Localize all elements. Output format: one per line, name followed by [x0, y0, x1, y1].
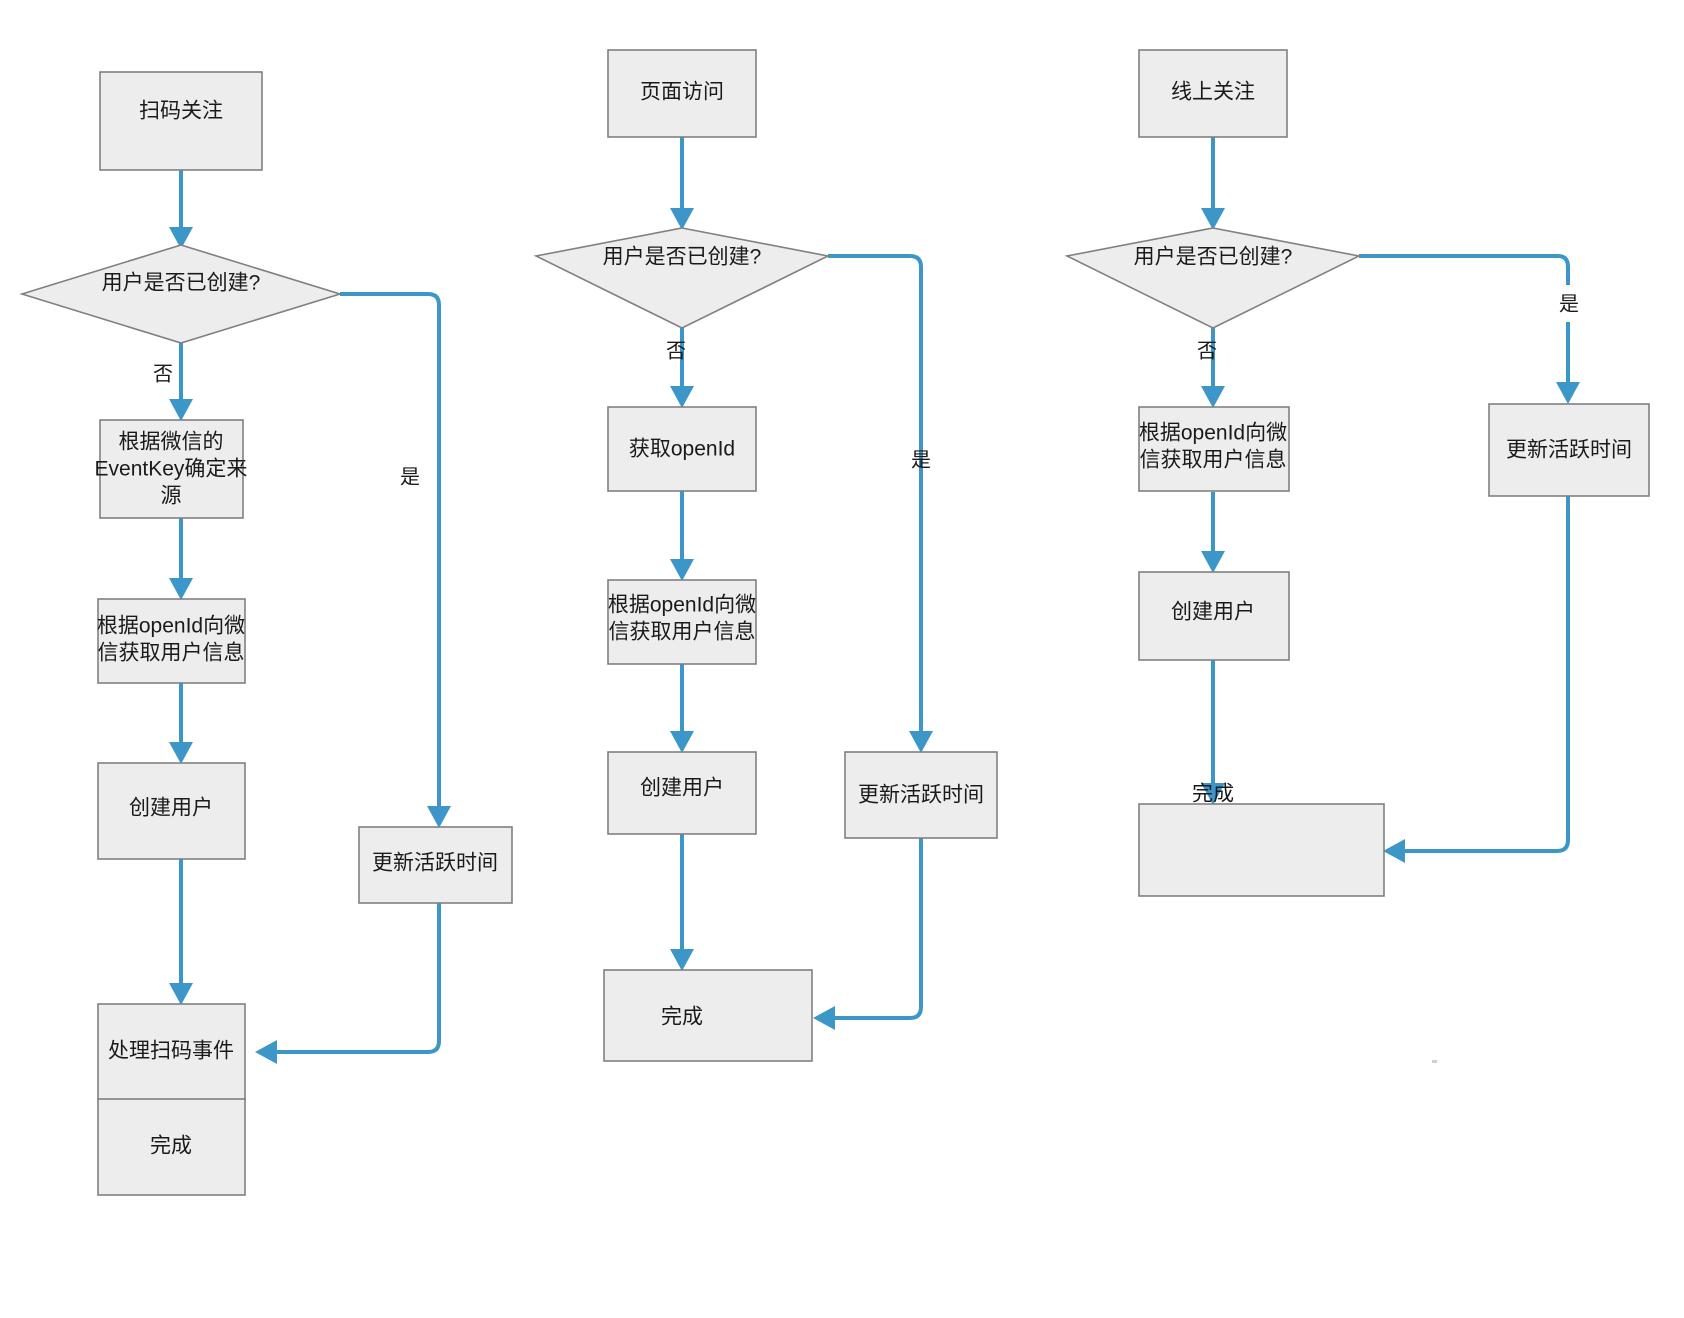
page-speck — [1432, 1060, 1437, 1063]
node-c1n1[interactable]: 扫码关注 — [99, 71, 263, 171]
edge-arrow-c2n4-c2n5 — [670, 731, 694, 753]
node-label-c3n3-line2: 信获取用户信息 — [1140, 449, 1287, 472]
node-c2n2-decision[interactable]: 用户是否已创建? — [533, 227, 831, 329]
edge-arrow-c2n5-c2n7 — [670, 949, 694, 971]
flow-page-visit: 页面访问 用户是否已创建? 否 是 获取openId 根据openId向微 信获… — [533, 49, 998, 1062]
node-c1n5[interactable]: 创建用户 — [97, 762, 246, 860]
edge-label-c2-yes: 是 — [911, 449, 931, 471]
edge-arrow-c3n3-c3n4 — [1201, 551, 1225, 573]
node-label-c1n2: 用户是否已创建? — [102, 272, 261, 295]
edges-column-1 — [169, 170, 451, 1100]
edge-arrow-c3n1-c3n2 — [1201, 208, 1225, 230]
node-c3n5[interactable]: 更新活跃时间 — [1488, 403, 1650, 497]
flow-online-follow: 线上关注 用户是否已创建? 否 是 根据openId向微 信获取用户信息 创建用… — [1064, 49, 1650, 897]
node-c2n4[interactable]: 根据openId向微 信获取用户信息 — [607, 579, 757, 665]
edge-arrow-c3n4-c3n6 — [1201, 783, 1225, 805]
edge-arrow-c3n2-c3n5 — [1556, 382, 1580, 404]
node-c3n6[interactable]: 完成 — [1138, 783, 1385, 897]
edge-c2n6-c2n7 — [826, 838, 923, 1020]
edge-label-c3-no: 否 — [1197, 340, 1217, 362]
node-label-c1n5: 创建用户 — [129, 797, 213, 820]
edge-arrow-c2n2-c2n3 — [670, 386, 694, 408]
node-label-c1n3-line2: EventKey确定来 — [95, 458, 248, 481]
edge-arrow-c1n5-c1n7 — [169, 983, 193, 1005]
flow-scan-follow: 扫码关注 用户是否已创建? 否 是 根据微信的 EventKey确定来 源 根据… — [19, 71, 513, 1196]
node-label-c2n4-line1: 根据openId向微 — [608, 594, 756, 617]
edge-label-c3-yes: 是 — [1559, 293, 1579, 315]
edge-arrow-c1n4-c1n5 — [169, 742, 193, 764]
node-label-c2n5: 创建用户 — [640, 777, 724, 800]
node-c2n3[interactable]: 获取openId — [607, 406, 757, 492]
edge-arrow-c2n3-c2n4 — [670, 559, 694, 581]
node-c1n8[interactable]: 完成 — [97, 1098, 246, 1196]
node-c3n2-decision[interactable]: 用户是否已创建? — [1064, 227, 1362, 329]
node-c1n3[interactable]: 根据微信的 EventKey确定来 源 — [95, 419, 248, 519]
edge-arrow-c1n2-c1n3 — [169, 399, 193, 421]
node-c3n3[interactable]: 根据openId向微 信获取用户信息 — [1138, 406, 1290, 492]
node-c2n7[interactable]: 完成 — [603, 969, 813, 1062]
node-label-c1n8: 完成 — [150, 1135, 192, 1158]
node-c1n2-decision[interactable]: 用户是否已创建? — [19, 244, 343, 344]
edge-arrow-c2n6-c2n7 — [813, 1006, 835, 1030]
edge-arrow-c3n5-c3n6 — [1383, 839, 1405, 863]
node-c2n1[interactable]: 页面访问 — [607, 49, 757, 138]
node-label-c1n3-line3: 源 — [161, 485, 182, 508]
edge-label-c2-no: 否 — [666, 340, 686, 362]
edge-c1n2-c1n6 — [340, 292, 441, 815]
node-c2n5[interactable]: 创建用户 — [607, 751, 757, 835]
edge-arrow-c2n1-c2n2 — [670, 208, 694, 230]
node-label-c1n6: 更新活跃时间 — [372, 852, 498, 875]
edge-arrow-c2n2-c2n6 — [909, 731, 933, 753]
node-label-c2n2: 用户是否已创建? — [603, 246, 762, 269]
node-label-c3n6: 完成 — [1192, 783, 1234, 806]
node-c3n4[interactable]: 创建用户 — [1138, 571, 1290, 661]
node-label-c2n1: 页面访问 — [640, 81, 724, 104]
node-label-c2n4-line2: 信获取用户信息 — [609, 621, 756, 644]
edge-c1n6-c1n7 — [268, 858, 441, 1054]
node-label-c1n7: 处理扫码事件 — [108, 1040, 234, 1063]
edge-c3n2-c3n5-top — [1359, 254, 1570, 285]
node-c1n6[interactable]: 更新活跃时间 — [358, 826, 513, 904]
node-c3n1[interactable]: 线上关注 — [1138, 49, 1288, 138]
edge-label-c1-no: 否 — [153, 363, 173, 385]
edge-c2n2-c2n6 — [828, 254, 923, 740]
node-label-c1n4-line1: 根据openId向微 — [97, 615, 245, 638]
node-label-c3n2: 用户是否已创建? — [1134, 246, 1293, 269]
node-label-c1n4-line2: 信获取用户信息 — [98, 642, 245, 665]
node-label-c3n4: 创建用户 — [1171, 601, 1255, 624]
node-label-c3n5: 更新活跃时间 — [1506, 439, 1632, 462]
edge-arrow-c1n3-c1n4 — [169, 578, 193, 600]
node-c1n4[interactable]: 根据openId向微 信获取用户信息 — [97, 598, 246, 684]
edge-arrow-c3n2-c3n3 — [1201, 386, 1225, 408]
edge-arrow-c1n1-c1n2 — [169, 227, 193, 249]
node-label-c2n6: 更新活跃时间 — [858, 784, 984, 807]
edge-arrow-c1n6-c1n7 — [255, 1040, 277, 1064]
node-label-c2n3: 获取openId — [629, 438, 735, 461]
edge-arrow-c1n2-c1n6 — [427, 806, 451, 828]
node-label-c3n1: 线上关注 — [1171, 81, 1255, 104]
edges-column-2 — [670, 137, 933, 1030]
edge-c3n5-c3n6 — [1396, 496, 1570, 853]
node-label-c3n3-line1: 根据openId向微 — [1139, 422, 1287, 445]
node-c2n6[interactable]: 更新活跃时间 — [844, 751, 998, 839]
edge-label-c1-yes: 是 — [400, 466, 420, 488]
node-label-c1n3-line1: 根据微信的 — [119, 431, 224, 454]
node-label-c2n7: 完成 — [661, 1006, 703, 1029]
node-label-c1n1: 扫码关注 — [139, 100, 223, 123]
node-c1n7[interactable]: 处理扫码事件 — [97, 1003, 246, 1101]
edges-column-3 — [1201, 137, 1580, 863]
